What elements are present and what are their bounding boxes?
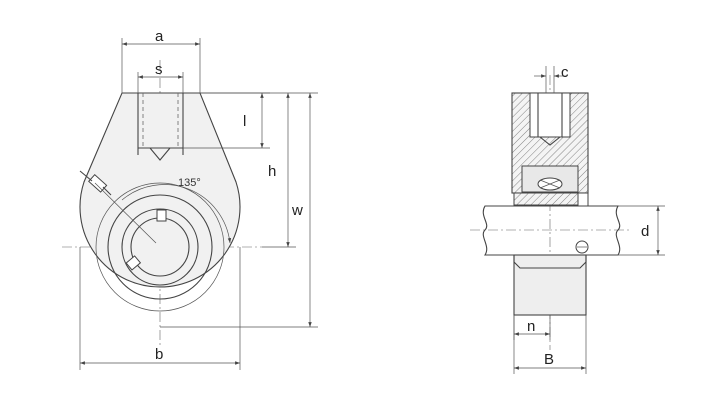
side-view: c d n B bbox=[470, 64, 665, 374]
housing-outline bbox=[79, 92, 241, 288]
set-screw-upper bbox=[156, 209, 167, 222]
dimension-n: n bbox=[513, 315, 551, 340]
dimension-b: b bbox=[79, 247, 241, 370]
dimension-b-label: b bbox=[155, 346, 163, 363]
dimension-d-label: d bbox=[641, 223, 649, 240]
dimension-c-label: c bbox=[561, 64, 569, 81]
angle-arc bbox=[121, 184, 232, 244]
dimension-B-label: B bbox=[544, 351, 554, 368]
dimension-B: B bbox=[513, 315, 587, 374]
threaded-hole-section bbox=[529, 92, 571, 138]
set-screw-lower bbox=[125, 255, 142, 271]
angle-label: 135° bbox=[178, 177, 201, 189]
bearing-insert-section bbox=[513, 165, 587, 206]
dimension-s: s bbox=[137, 61, 184, 93]
dimension-c: c bbox=[534, 64, 569, 93]
inner-ring-extension bbox=[513, 254, 587, 316]
angle-leader-line bbox=[94, 182, 157, 244]
set-screw-side bbox=[575, 240, 589, 254]
insert-inner-ring bbox=[121, 208, 199, 286]
housing-inner-contour bbox=[95, 182, 225, 312]
dimension-h: h bbox=[262, 93, 296, 248]
dimension-h-label: h bbox=[268, 163, 276, 180]
threaded-hole bbox=[137, 93, 184, 161]
insert-outer-ring bbox=[107, 194, 213, 300]
dimension-d: d bbox=[618, 205, 665, 256]
shaft bbox=[482, 205, 621, 256]
dimension-l-label: l bbox=[243, 113, 246, 130]
dimension-a-label: a bbox=[155, 28, 164, 45]
dimension-n-label: n bbox=[527, 318, 535, 335]
grease-nipple-side bbox=[577, 192, 589, 207]
dimension-s-label: s bbox=[155, 61, 163, 78]
dimension-w-label: w bbox=[291, 202, 303, 219]
dimension-w: w bbox=[160, 92, 318, 328]
dimension-a: a bbox=[121, 28, 201, 93]
grease-nipple-front bbox=[79, 170, 112, 196]
front-view: 135° a s l h bbox=[62, 28, 318, 370]
